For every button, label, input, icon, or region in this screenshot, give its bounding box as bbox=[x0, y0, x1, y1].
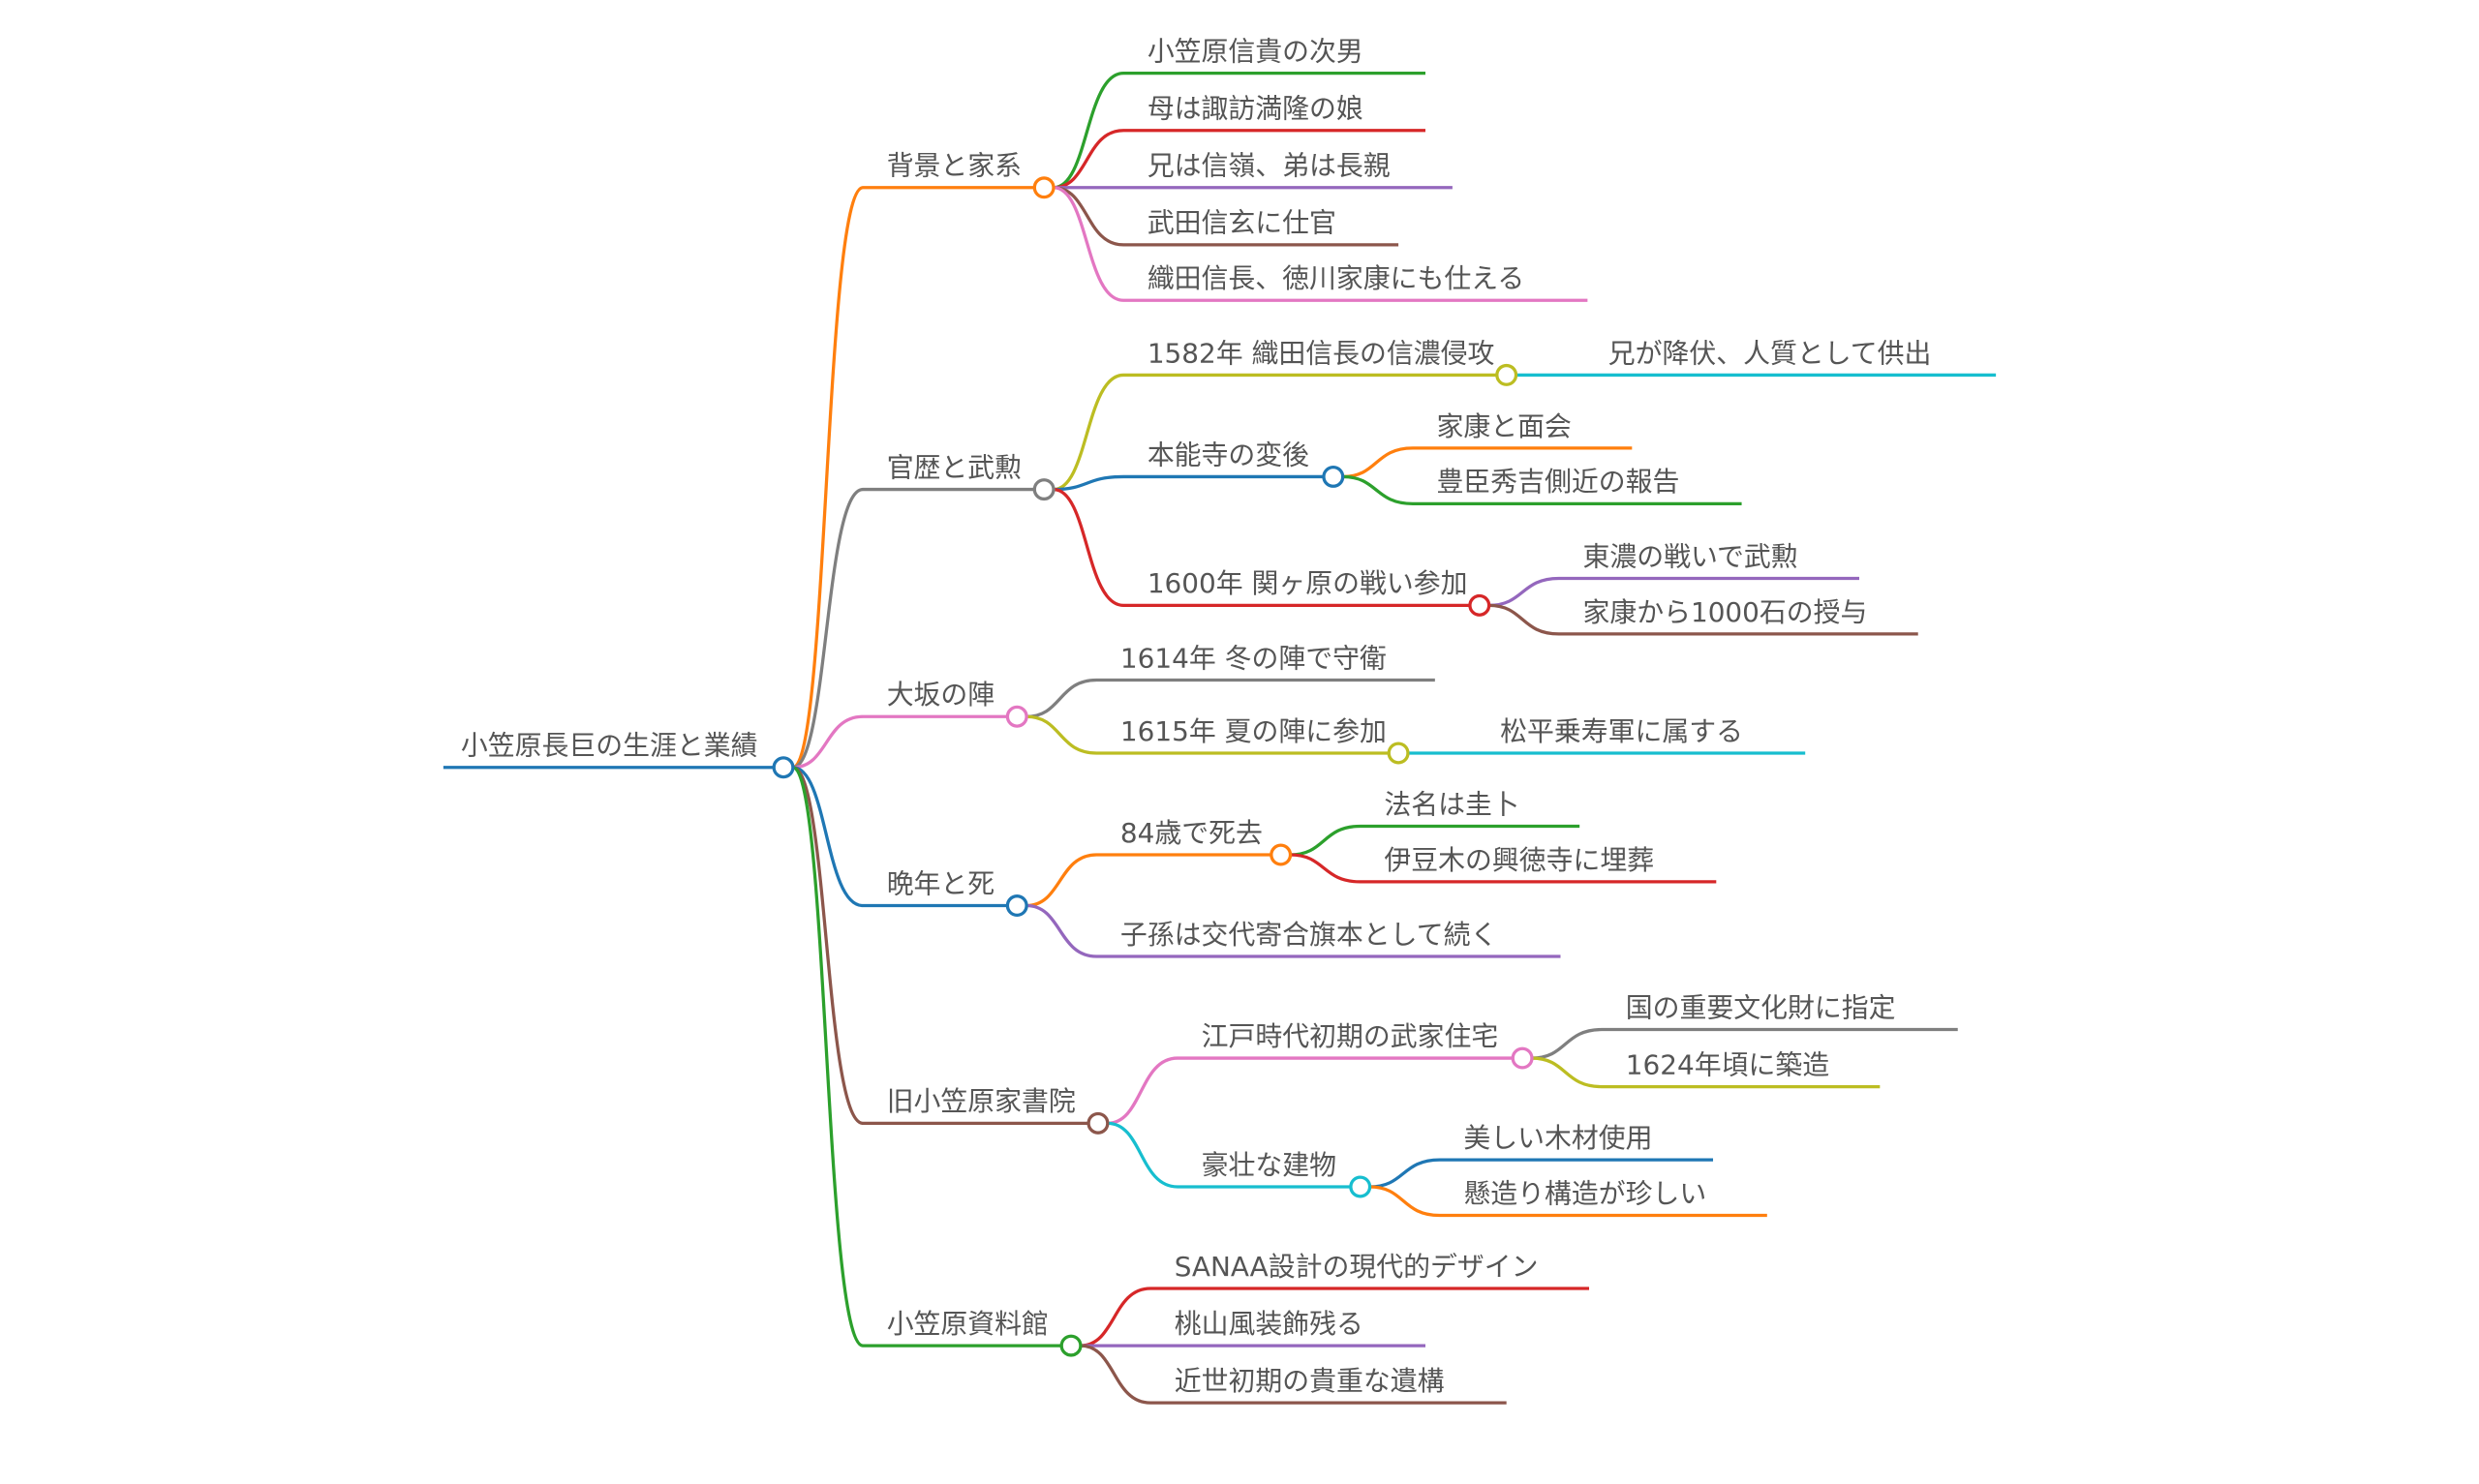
topic-label[interactable]: 兄が降伏、人質として供出 bbox=[1608, 337, 1932, 369]
collapse-toggle-icon[interactable] bbox=[1495, 363, 1518, 386]
collapse-toggle-icon[interactable] bbox=[1511, 1046, 1534, 1070]
collapse-toggle-icon[interactable] bbox=[1387, 742, 1410, 765]
topic-label[interactable]: 江戸時代初期の武家住宅 bbox=[1202, 1020, 1499, 1052]
collapse-toggle-icon[interactable] bbox=[1086, 1111, 1110, 1135]
topic-label[interactable]: 子孫は交代寄合旗本として続く bbox=[1120, 919, 1497, 951]
collapse-toggle-icon[interactable] bbox=[1032, 478, 1056, 501]
branch-line bbox=[792, 487, 1035, 770]
branch-line bbox=[1053, 186, 1588, 302]
branch-line bbox=[1488, 603, 1918, 636]
branch-line bbox=[1080, 1287, 1590, 1348]
branch-line bbox=[1369, 1185, 1767, 1218]
topic-label[interactable]: 伊豆木の興徳寺に埋葬 bbox=[1384, 844, 1654, 876]
branch-line bbox=[1053, 487, 1470, 608]
topic-label[interactable]: 法名は圭卜 bbox=[1384, 788, 1518, 820]
branch-line bbox=[1488, 576, 1859, 608]
topic-label[interactable]: 豪壮な建物 bbox=[1202, 1149, 1336, 1181]
branch-line bbox=[792, 186, 1035, 770]
topic-label[interactable]: 1614年 冬の陣で守衛 bbox=[1120, 642, 1387, 674]
branch-line bbox=[1342, 446, 1633, 479]
branch-line bbox=[1369, 1158, 1714, 1189]
topic-label[interactable]: 母は諏訪満隆の娘 bbox=[1148, 93, 1363, 125]
topic-label[interactable]: 1615年 夏の陣に参加 bbox=[1120, 715, 1387, 747]
topic-label[interactable]: 本能寺の変後 bbox=[1148, 439, 1309, 470]
branch-line bbox=[1053, 186, 1399, 247]
branch-line bbox=[1107, 1056, 1514, 1125]
collapse-toggle-icon[interactable] bbox=[1005, 894, 1028, 918]
topic-label[interactable]: 1582年 織田信長の信濃侵攻 bbox=[1148, 337, 1495, 369]
collapse-toggle-icon[interactable] bbox=[772, 756, 795, 779]
collapse-toggle-icon[interactable] bbox=[1270, 843, 1293, 866]
branch-line bbox=[792, 766, 1062, 1348]
topic-label[interactable]: 松平乗寿軍に属する bbox=[1500, 715, 1743, 747]
topic-label[interactable]: 桃山風装飾残る bbox=[1175, 1308, 1363, 1340]
branch-line bbox=[1026, 853, 1271, 908]
branch-line bbox=[1053, 474, 1324, 492]
topic-label[interactable]: 兄は信嶺、弟は長親 bbox=[1148, 150, 1391, 182]
branch-line bbox=[1080, 1344, 1507, 1405]
topic-label[interactable]: 官歴と武勲 bbox=[887, 451, 1022, 483]
topic-label[interactable]: 旧小笠原家書院 bbox=[887, 1085, 1076, 1117]
topic-label[interactable]: 懸造り構造が珍しい bbox=[1463, 1177, 1706, 1209]
branch-line bbox=[1290, 853, 1717, 884]
collapse-toggle-icon[interactable] bbox=[1005, 705, 1028, 728]
topic-label[interactable]: 織田信長、徳川家康にも仕える bbox=[1148, 262, 1524, 294]
collapse-toggle-icon[interactable] bbox=[1032, 176, 1056, 199]
topic-label[interactable]: 国の重要文化財に指定 bbox=[1626, 991, 1896, 1023]
topic-label[interactable]: 東濃の戦いで武勲 bbox=[1582, 540, 1797, 572]
branch-line bbox=[1026, 903, 1561, 958]
root-topic[interactable]: 小笠原長巨の生涯と業績 bbox=[461, 730, 758, 762]
collapse-toggle-icon[interactable] bbox=[1059, 1334, 1083, 1357]
topic-label[interactable]: 豊臣秀吉側近の報告 bbox=[1436, 466, 1679, 498]
branch-line bbox=[1342, 474, 1742, 505]
topic-label[interactable]: 背景と家系 bbox=[887, 150, 1022, 182]
topic-label[interactable]: SANAA設計の現代的デザイン bbox=[1175, 1251, 1539, 1283]
topic-label[interactable]: 近世初期の貴重な遺構 bbox=[1175, 1365, 1445, 1397]
topic-label[interactable]: 家康から1000石の授与 bbox=[1582, 596, 1867, 628]
branch-line bbox=[1290, 824, 1580, 857]
topic-label[interactable]: 晩年と死 bbox=[887, 867, 995, 899]
branch-line bbox=[1107, 1121, 1351, 1189]
branch-line bbox=[1026, 678, 1435, 718]
branch-line bbox=[1531, 1027, 1958, 1060]
topic-label[interactable]: 小笠原資料館 bbox=[887, 1308, 1049, 1340]
topic-label[interactable]: 家康と面会 bbox=[1436, 410, 1571, 442]
branch-line bbox=[792, 766, 1008, 908]
collapse-toggle-icon[interactable] bbox=[1349, 1175, 1372, 1198]
topic-label[interactable]: 大坂の陣 bbox=[887, 679, 995, 711]
topic-label[interactable]: 1600年 関ヶ原の戦い参加 bbox=[1148, 567, 1468, 599]
topic-label[interactable]: 美しい木材使用 bbox=[1463, 1122, 1652, 1154]
branch-line bbox=[1026, 714, 1390, 755]
collapse-toggle-icon[interactable] bbox=[1468, 593, 1491, 617]
branch-line bbox=[1053, 129, 1425, 190]
branch-line bbox=[1053, 373, 1497, 492]
branch-line bbox=[792, 714, 1008, 770]
branch-line bbox=[1053, 71, 1425, 190]
collapse-toggle-icon[interactable] bbox=[1322, 465, 1345, 488]
topic-label[interactable]: 小笠原信貴の次男 bbox=[1148, 36, 1363, 68]
topic-label[interactable]: 武田信玄に仕官 bbox=[1148, 207, 1336, 239]
topic-label[interactable]: 84歳で死去 bbox=[1120, 817, 1263, 849]
branch-line bbox=[1531, 1056, 1881, 1089]
topic-label[interactable]: 1624年頃に築造 bbox=[1626, 1048, 1829, 1080]
branch-line bbox=[792, 766, 1089, 1125]
